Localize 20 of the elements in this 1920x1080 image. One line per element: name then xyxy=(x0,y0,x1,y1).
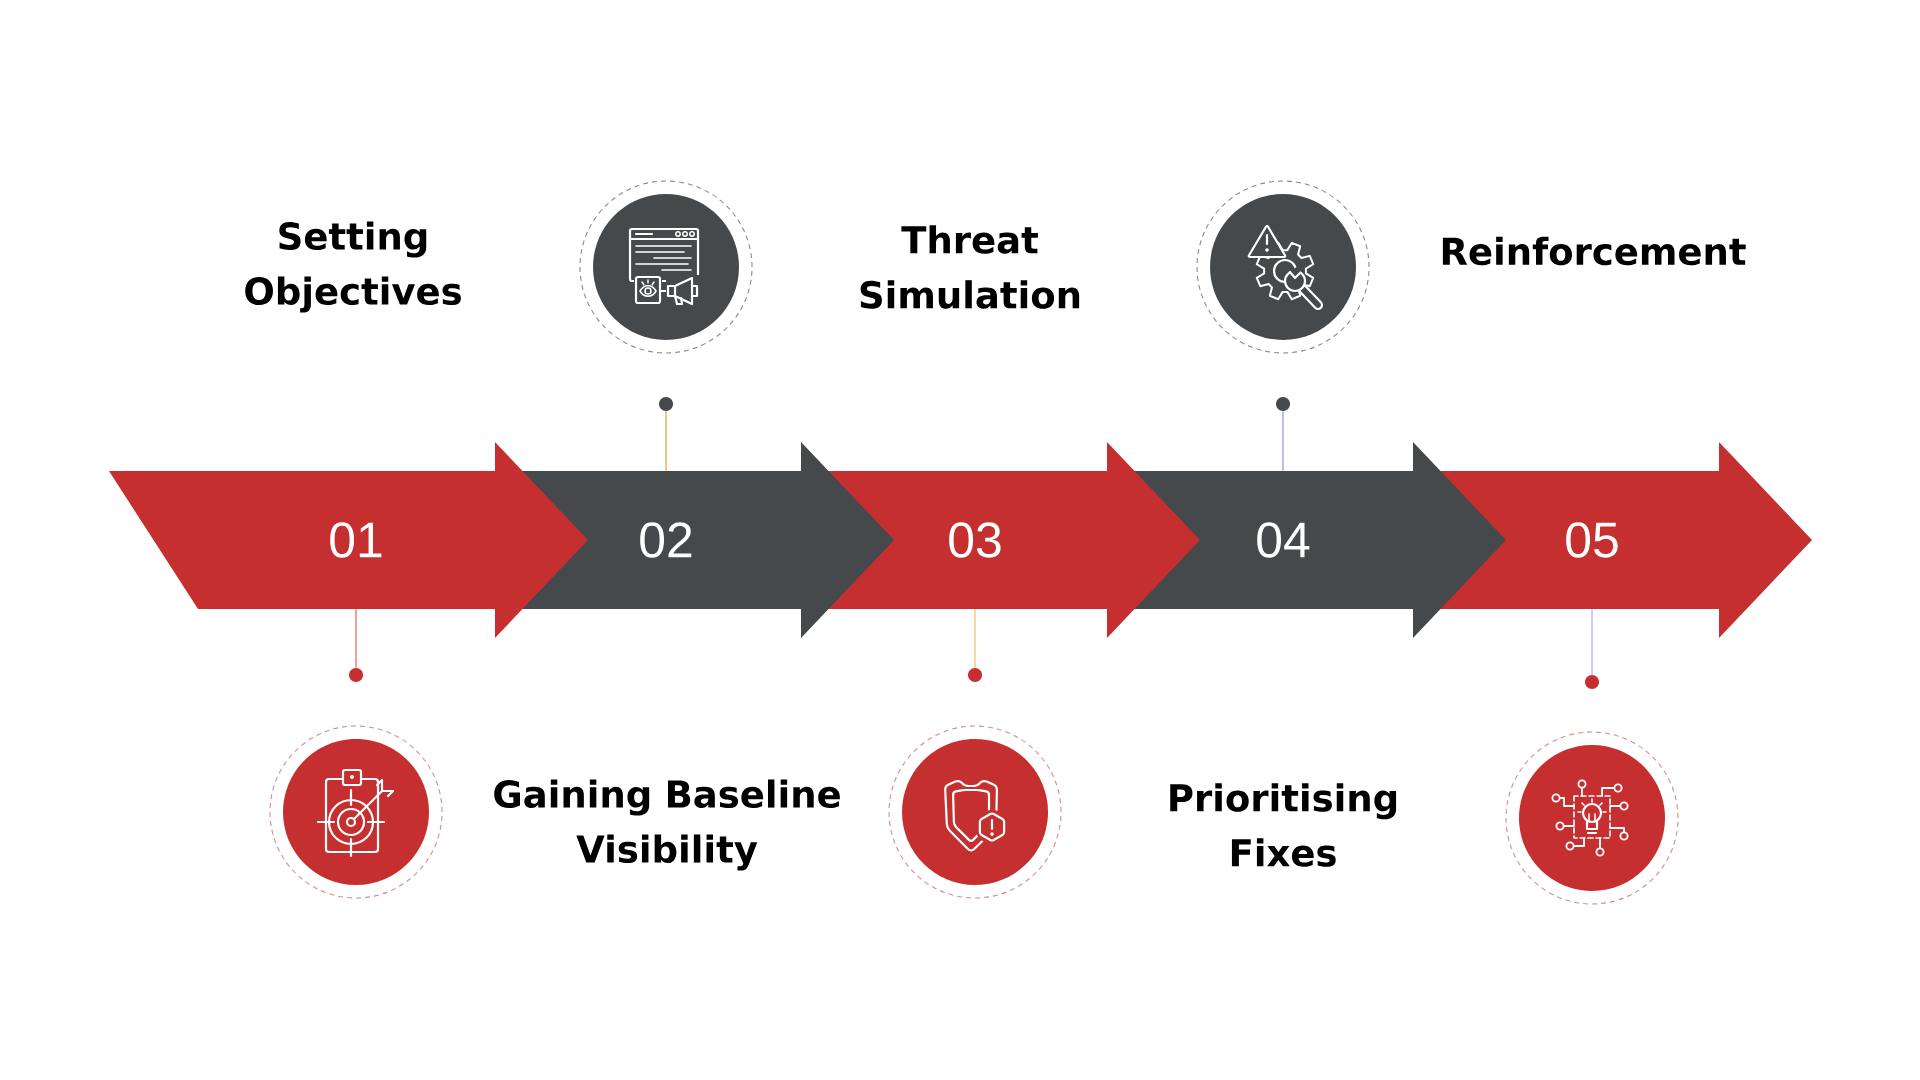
leader-line xyxy=(1591,608,1593,676)
dot xyxy=(1276,397,1290,411)
leader-line xyxy=(974,608,976,669)
step-title: Threat Simulation xyxy=(860,225,1080,309)
dot xyxy=(1585,675,1599,689)
dot xyxy=(349,668,363,682)
timeline-segment: 05 xyxy=(1439,442,1812,638)
leader-line xyxy=(355,608,357,669)
dot xyxy=(968,668,982,682)
step-title: Prioritising Fixes xyxy=(1170,783,1397,867)
dot xyxy=(659,397,673,411)
step-title: Setting Objectives xyxy=(245,221,461,313)
timeline-segment: 04 xyxy=(1133,442,1506,638)
step-title: Gaining Baseline Visibility xyxy=(494,779,840,871)
leader-line xyxy=(1282,410,1284,472)
leader-line xyxy=(665,410,667,472)
timeline-segment: 03 xyxy=(827,442,1200,638)
step-title: Reinforcement xyxy=(1442,236,1746,266)
timeline-segment: 01 xyxy=(109,442,588,638)
timeline-segment: 02 xyxy=(521,442,894,638)
